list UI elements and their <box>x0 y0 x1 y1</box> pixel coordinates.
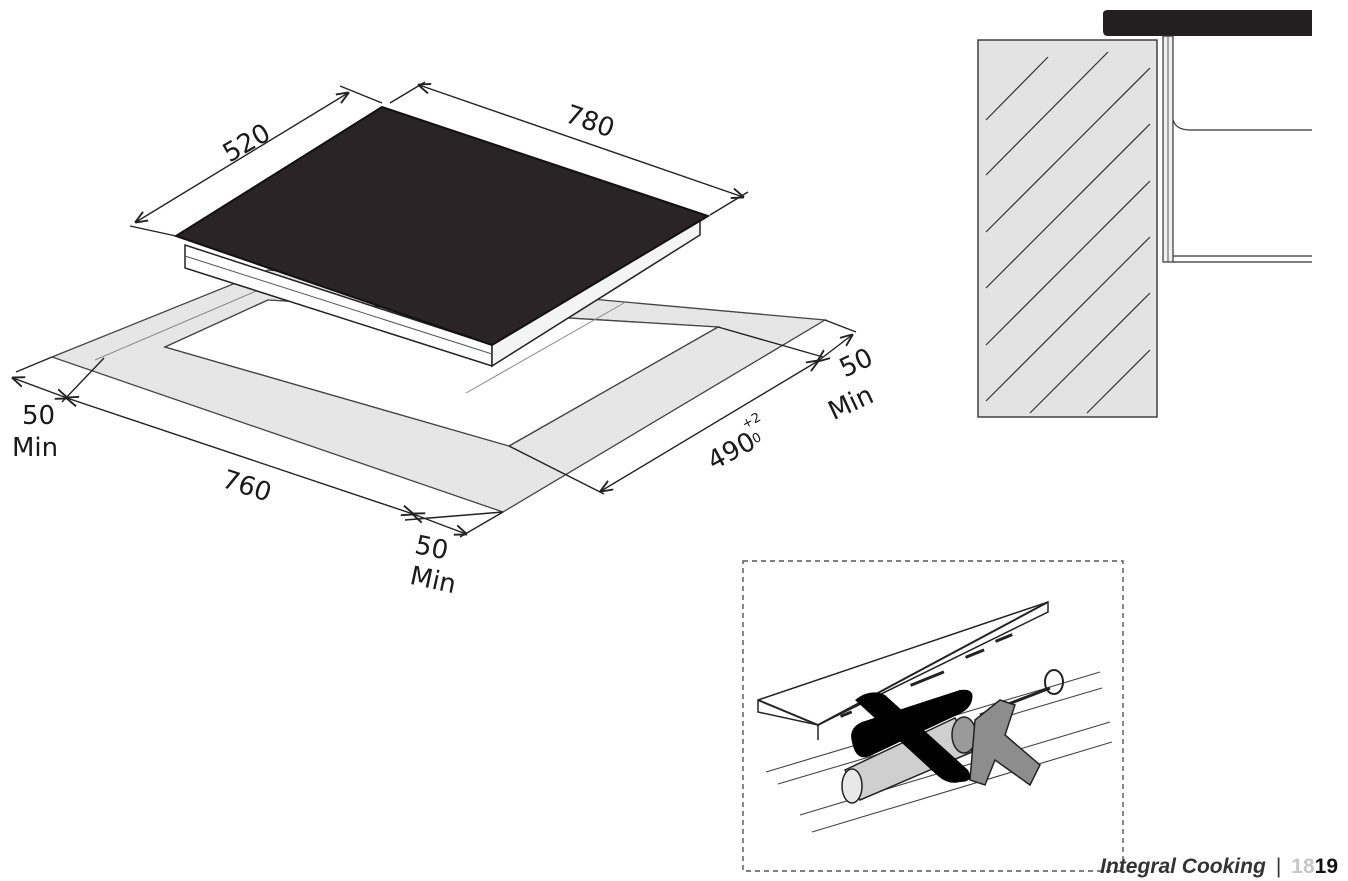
footer-page-number: 19 <box>1314 855 1338 878</box>
footer-brand: Integral Cooking <box>1100 855 1266 878</box>
sealant-warning-inset <box>742 560 1124 872</box>
label-clear-front-unit: Min <box>407 561 458 600</box>
dimension-lines <box>13 81 857 538</box>
label-clear-left: 50 <box>22 401 55 431</box>
label-cutout-width: 760 <box>218 465 274 509</box>
footer-separator: | <box>1275 855 1282 878</box>
label-clear-back: 50 <box>835 343 878 384</box>
label-clear-front: 50 <box>412 530 451 566</box>
footer-page-ghost: 18 <box>1291 855 1315 878</box>
label-clear-left-unit: Min <box>12 433 58 463</box>
label-clear-back-unit: Min <box>824 380 878 427</box>
label-hob-depth: 520 <box>218 118 276 169</box>
side-section-view <box>977 10 1312 418</box>
page-footer: Integral Cooking | 1819 <box>1100 855 1338 879</box>
